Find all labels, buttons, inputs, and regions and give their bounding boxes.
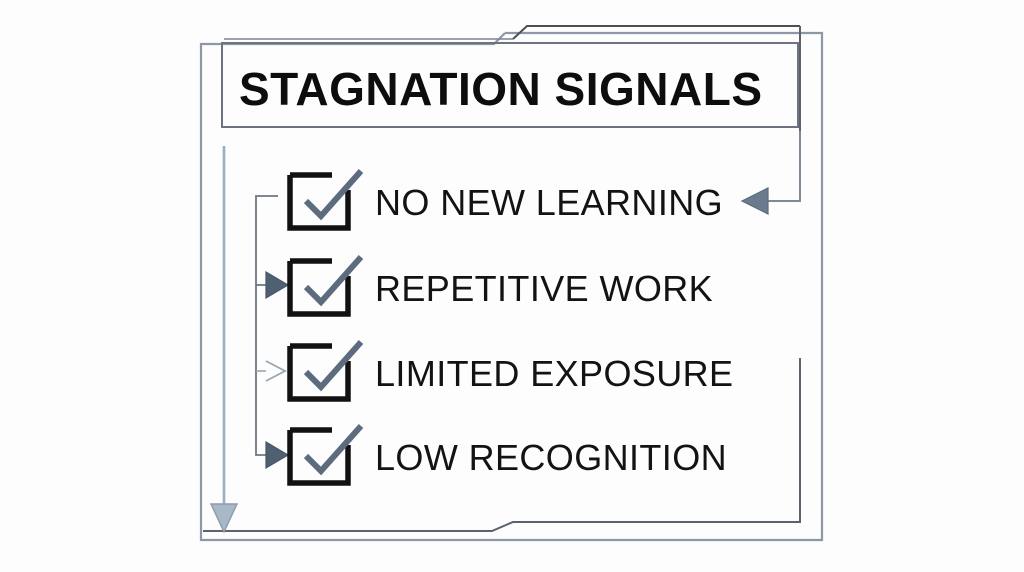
list-item-label: REPETITIVE WORK [375,268,713,309]
downward-flow-arrow [209,146,239,534]
list-item-label: NO NEW LEARNING [375,182,723,223]
list-item-row-4[interactable]: LOW RECOGNITION [287,424,727,486]
checkbox-checked-icon[interactable] [287,340,364,402]
arrow-right-filled-icon-row2 [265,270,290,300]
title-box [221,42,799,128]
arrow-right-outline-icon-row3 [265,360,287,382]
checkbox-checked-icon[interactable] [287,424,364,486]
checkbox-checked-icon[interactable] [287,255,364,317]
list-item-row-1[interactable]: NO NEW LEARNING [287,169,723,231]
arrow-down-filled-icon [209,503,239,534]
arrow-right-filled-icon-row4 [265,440,290,470]
list-item-label: LIMITED EXPOSURE [375,353,733,394]
branch-spine-line [255,195,278,456]
feedback-arrow-to-first-item [740,131,801,215]
list-item-row-2[interactable]: REPETITIVE WORK [287,255,713,317]
arrow-left-filled-icon [740,187,769,215]
outer-frame [199,31,824,542]
checkbox-checked-icon[interactable] [287,169,364,231]
list-item-row-3[interactable]: LIMITED EXPOSURE [287,340,733,402]
page-title: STAGNATION SIGNALS [239,63,763,115]
list-item-label: LOW RECOGNITION [375,437,727,478]
